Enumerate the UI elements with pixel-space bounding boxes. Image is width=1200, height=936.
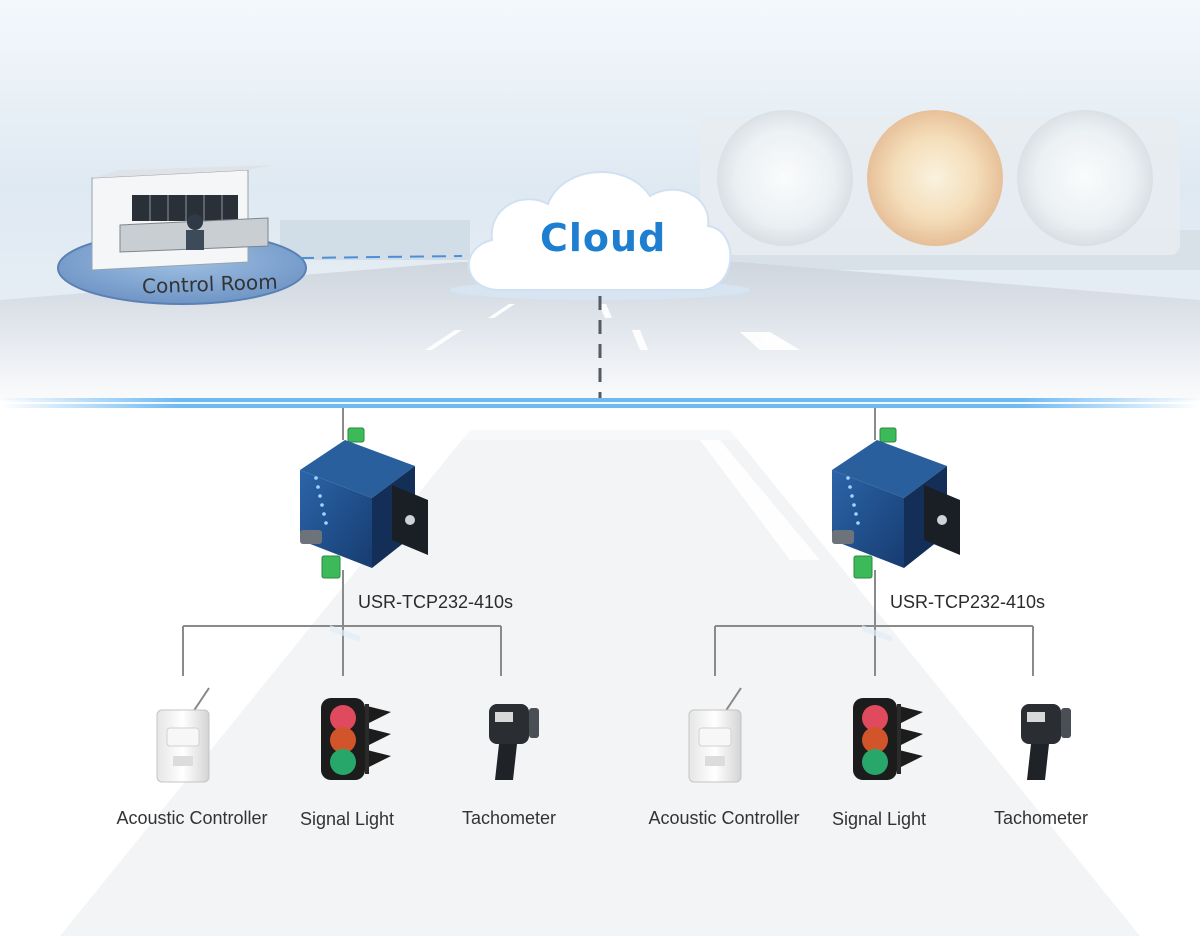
gateway-device-icon (300, 427, 428, 643)
cloud-control-room-link (299, 255, 463, 259)
cloud-label: Cloud (540, 216, 667, 260)
device-label-acoustic-controller: Acoustic Controller (116, 808, 268, 828)
connector-lines (182, 408, 1034, 676)
traffic-light-backdrop-icon (700, 110, 1180, 255)
control-room-icon (57, 165, 307, 305)
acoustic-controller-icon (156, 687, 210, 783)
signal-light-icon (321, 698, 391, 780)
device-group (156, 687, 1071, 783)
device-label-acoustic-controller: Acoustic Controller (648, 808, 800, 828)
device-label-signal-light: Signal Light (831, 809, 927, 829)
gateway-label-2: USR-TCP232-410s (890, 592, 1046, 612)
gateway-group (300, 427, 960, 643)
device-label-signal-light: Signal Light (299, 809, 395, 829)
device-label-tachometer: Tachometer (993, 808, 1089, 828)
gateway-device-icon (832, 427, 960, 643)
cloud-icon (450, 171, 750, 300)
tachometer-icon (489, 704, 539, 780)
control-room-label: Control Room (141, 269, 278, 299)
device-label-tachometer: Tachometer (461, 808, 557, 828)
signal-light-icon (853, 698, 923, 780)
acoustic-controller-icon (688, 687, 742, 783)
tachometer-icon (1021, 704, 1071, 780)
gateway-label-1: USR-TCP232-410s (358, 592, 514, 612)
